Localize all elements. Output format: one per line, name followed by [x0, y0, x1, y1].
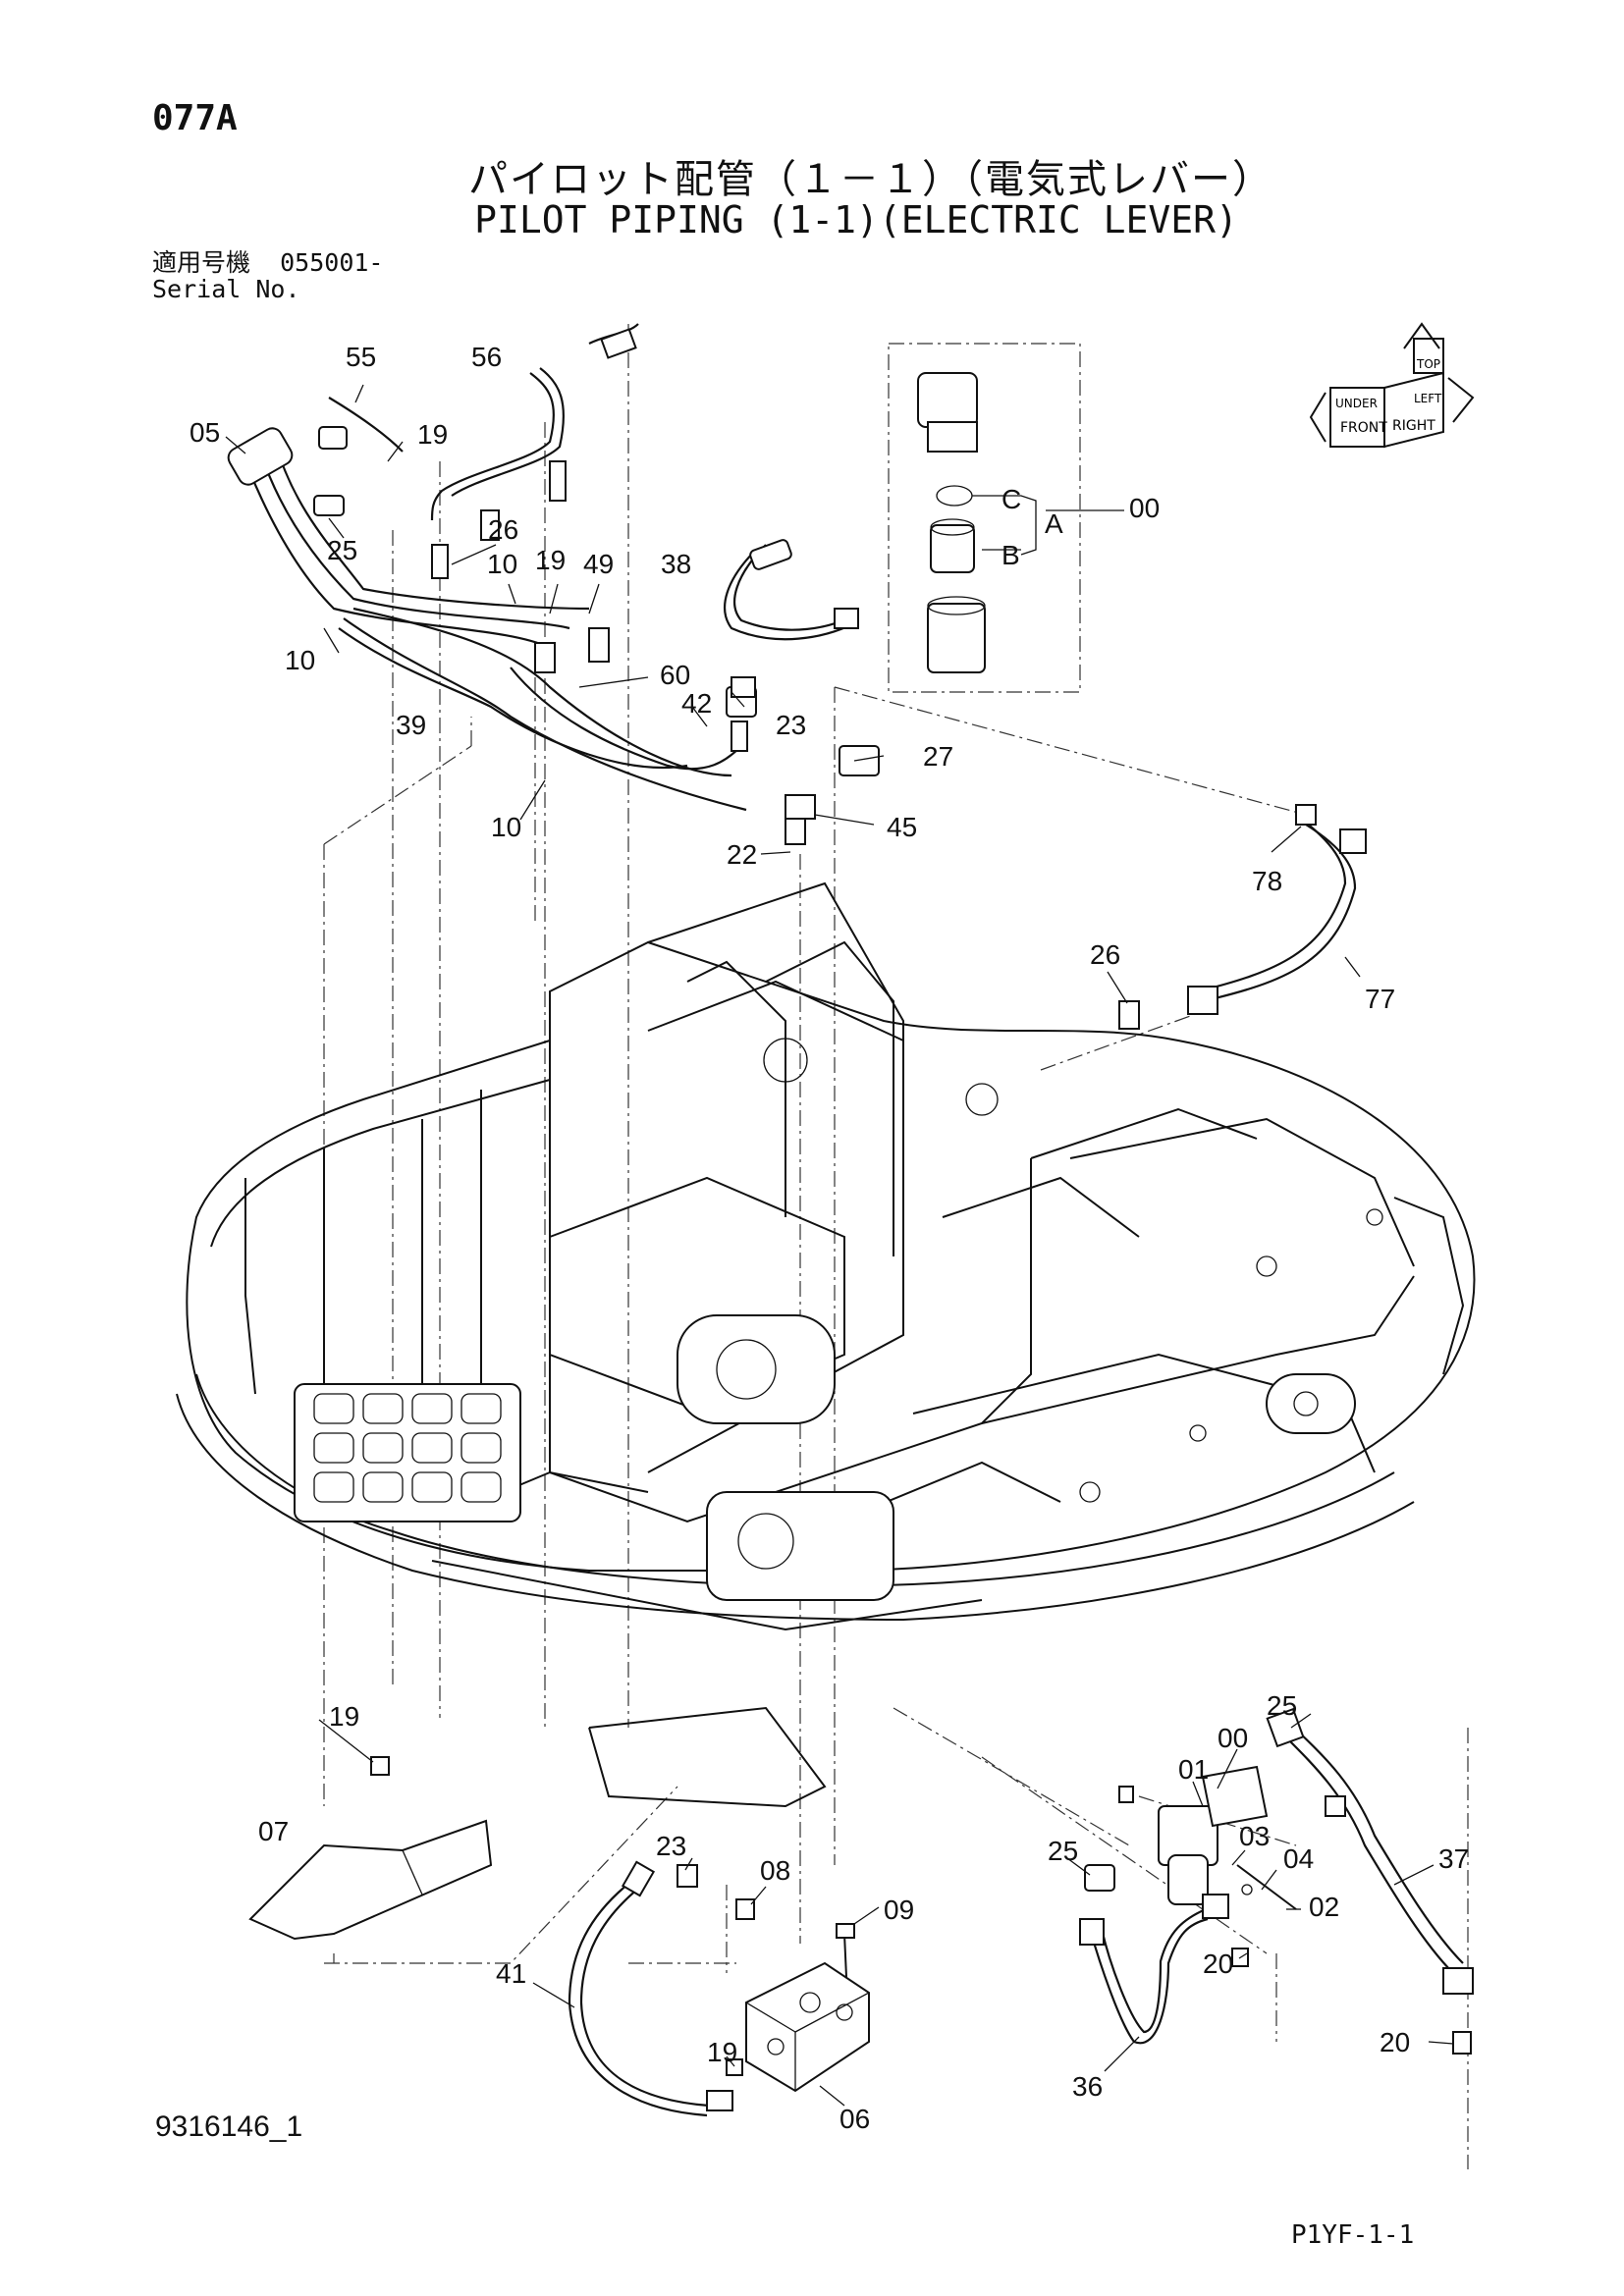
callout-03: 03 [1239, 1821, 1270, 1851]
callout-39: 39 [396, 710, 426, 740]
callout-00-bottom: 00 [1218, 1723, 1248, 1753]
compass-under-label: UNDER [1335, 397, 1378, 410]
serial-number-block: 適用号機 055001- Serial No. [152, 249, 383, 302]
callout-49: 49 [583, 549, 614, 579]
alignment-lines [323, 324, 1469, 2169]
page-reference: P1YF-1-1 [1291, 2220, 1415, 2250]
swing-frame-structure [176, 881, 1476, 1808]
callout-00-top: 00 [1129, 493, 1160, 523]
callout-A: A [1045, 508, 1063, 539]
callout-23-top: 23 [776, 710, 806, 740]
callout-27: 27 [923, 741, 953, 772]
serial-label-en: Serial No. [152, 275, 300, 303]
callout-02: 02 [1309, 1892, 1339, 1922]
callout-42: 42 [681, 688, 712, 719]
bottom-parts [248, 1707, 1474, 2117]
callout-41: 41 [496, 1958, 526, 1989]
callout-08: 08 [760, 1855, 790, 1886]
callout-25-top: 25 [327, 535, 357, 565]
callout-05: 05 [189, 417, 220, 448]
callout-23-bottom: 23 [656, 1831, 686, 1861]
callout-06: 06 [839, 2104, 870, 2134]
compass-left-label: LEFT [1414, 392, 1442, 405]
page-title-japanese: パイロット配管（１－１）（電気式レバー） [468, 157, 1273, 202]
callout-numbers: 55 56 05 19 25 26 10 19 49 38 10 60 39 4… [189, 342, 1469, 2134]
callout-60: 60 [660, 660, 690, 690]
callout-77: 77 [1365, 984, 1395, 1014]
callout-20-right: 20 [1380, 2027, 1410, 2057]
document-number: 9316146_1 [155, 2110, 303, 2143]
callout-19-mid: 19 [535, 545, 566, 575]
compass-right-label: RIGHT [1392, 418, 1435, 434]
callout-10-left: 10 [285, 645, 315, 675]
compass-top-label: TOP [1416, 357, 1440, 371]
callout-22: 22 [727, 839, 757, 870]
callout-26-top: 26 [488, 514, 518, 545]
page-code: 077A [152, 98, 238, 138]
serial-label-jp: 適用号機 [152, 248, 251, 277]
page-title-english: PILOT PIPING (1-1)(ELECTRIC LEVER) [474, 198, 1238, 241]
callout-19-lower-left: 19 [329, 1701, 359, 1732]
compass-front-label: FRONT [1340, 420, 1387, 436]
callout-37: 37 [1438, 1843, 1469, 1874]
callout-55: 55 [346, 342, 376, 372]
callout-26-mid: 26 [1090, 939, 1120, 970]
top-fittings [227, 328, 1367, 1030]
callout-07: 07 [258, 1816, 289, 1846]
parts-group-00-top [917, 372, 1124, 673]
leader-lines [225, 384, 1454, 2107]
orientation-compass-icon: FRONT RIGHT TOP UNDER LEFT [1309, 322, 1475, 449]
callout-10-lower: 10 [491, 812, 521, 842]
callout-04: 04 [1283, 1843, 1314, 1874]
callout-01: 01 [1178, 1754, 1209, 1785]
callout-36: 36 [1072, 2071, 1103, 2102]
callout-C: C [1001, 484, 1021, 514]
callout-09: 09 [884, 1895, 914, 1925]
pilot-hose-harness [244, 323, 1357, 1003]
callout-19-top: 19 [417, 419, 448, 450]
callout-78: 78 [1252, 866, 1282, 896]
callout-25-bottom-right: 25 [1267, 1690, 1297, 1721]
callout-10-upper: 10 [487, 549, 517, 579]
callout-19-bottom: 19 [707, 2037, 737, 2067]
callout-B: B [1001, 540, 1020, 570]
callout-25-bottom-left: 25 [1048, 1836, 1078, 1866]
serial-value: 055001- [280, 248, 384, 277]
control-valve-spools [313, 1393, 502, 1503]
callout-56: 56 [471, 342, 502, 372]
callout-38: 38 [661, 549, 691, 579]
callout-20-left: 20 [1203, 1949, 1233, 1979]
callout-45: 45 [887, 812, 917, 842]
